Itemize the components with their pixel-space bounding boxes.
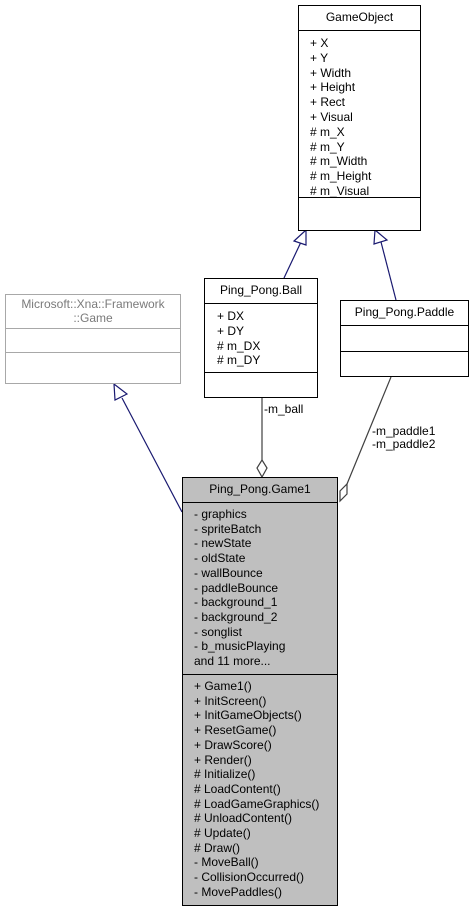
ball-inheritance-arrowhead (292, 228, 307, 246)
class-gameobject-attributes: + X + Y + Width + Height + Rect + Visual… (299, 30, 420, 198)
attribute: + DY (217, 323, 245, 338)
attribute: + Height (310, 80, 356, 95)
operation: # LoadContent() (194, 781, 281, 796)
edge-label-m-paddle2: -m_paddle2 (372, 437, 436, 451)
attribute: + Rect (310, 95, 346, 110)
attribute: - background_1 (194, 595, 278, 610)
operation: # UnloadContent() (194, 811, 293, 826)
class-game1-operations: + Game1() + InitScreen() + InitGameObjec… (183, 674, 337, 900)
paddle-aggregation-edge (346, 376, 392, 485)
class-gameobject: GameObject + X + Y + Width + Height + Re… (298, 5, 421, 231)
operation: - CollisionOccurred() (194, 870, 305, 885)
attribute: - wallBounce (194, 565, 263, 580)
operation: # Update() (194, 826, 251, 841)
attribute: - b_musicPlaying (194, 639, 286, 654)
class-paddle-operations (341, 351, 468, 377)
operation: + Render() (194, 752, 252, 767)
operation: + InitGameObjects() (194, 708, 302, 723)
edge-label-m-paddle1: -m_paddle1 (372, 424, 436, 438)
class-paddle: Ping_Pong.Paddle (340, 300, 469, 377)
operation: - MoveBall() (194, 855, 259, 870)
attribute: - paddleBounce (194, 580, 279, 595)
class-paddle-attributes (341, 325, 468, 351)
class-xna-game-operations (6, 352, 180, 376)
attribute: - background_2 (194, 609, 278, 624)
class-ball-attributes: + DX + DY # m_DX # m_DY (205, 303, 317, 372)
class-ball: Ping_Pong.Ball + DX + DY # m_DX # m_DY (204, 278, 318, 398)
operation: # LoadGameGraphics() (194, 796, 320, 811)
operation: + InitScreen() (194, 693, 267, 708)
class-gameobject-title: GameObject (325, 10, 394, 24)
attribute: - spriteBatch (194, 521, 262, 536)
class-gameobject-operations (299, 197, 420, 227)
class-xna-game-title-line-2: ::Game (73, 311, 113, 325)
game1-inheritance-arrowhead (113, 382, 129, 401)
class-paddle-title: Ping_Pong.Paddle (354, 305, 455, 319)
attribute: + Y (310, 50, 329, 65)
attribute: - oldState (194, 551, 246, 566)
paddle-aggregation-diamond (339, 482, 348, 503)
operation: + ResetGame() (194, 723, 277, 738)
class-game1-title: Ping_Pong.Game1 (209, 482, 311, 496)
ball-inheritance-edge (283, 241, 302, 279)
operation: # Initialize() (194, 767, 256, 782)
operation: + Game1() (194, 679, 252, 693)
class-xna-game-title: Microsoft::Xna::Framework ::Game (6, 295, 180, 328)
game1-inheritance-edge (121, 397, 183, 513)
class-xna-game-title-line-1: Microsoft::Xna::Framework (21, 297, 165, 311)
attribute: - newState (194, 536, 252, 551)
paddle-inheritance-arrowhead (373, 228, 389, 245)
attribute: + DX (217, 309, 245, 323)
class-game1-attributes: - graphics - spriteBatch - newState - ol… (183, 502, 337, 674)
class-xna-game-attributes (6, 328, 180, 352)
attribute: + X (310, 36, 329, 50)
edge-label-m-ball: -m_ball (264, 402, 304, 416)
attribute: # m_DX (217, 338, 261, 353)
attribute: - songlist (194, 624, 243, 639)
ball-aggregation-diamond (256, 458, 268, 479)
operation: # Draw() (194, 840, 241, 855)
attribute: # m_DY (217, 353, 261, 368)
class-ball-operations (205, 372, 317, 397)
class-ball-title: Ping_Pong.Ball (219, 283, 303, 297)
operation: + DrawScore() (194, 737, 272, 752)
class-xna-game: Microsoft::Xna::Framework ::Game (5, 294, 181, 384)
attribute: - graphics (194, 507, 247, 521)
attribute: # m_Visual (310, 183, 370, 198)
class-game1: Ping_Pong.Game1 - graphics - spriteBatch… (182, 477, 338, 906)
attribute: # m_Y (310, 139, 345, 154)
attribute: # m_X (310, 124, 345, 139)
operation: - MovePaddles() (194, 884, 283, 899)
attribute: + Width (310, 65, 352, 80)
attribute: + Visual (310, 109, 353, 124)
attribute: # m_Height (310, 169, 372, 184)
paddle-inheritance-edge (380, 241, 397, 301)
attribute-more: and 11 more... (194, 654, 271, 669)
attribute: # m_Width (310, 154, 368, 169)
